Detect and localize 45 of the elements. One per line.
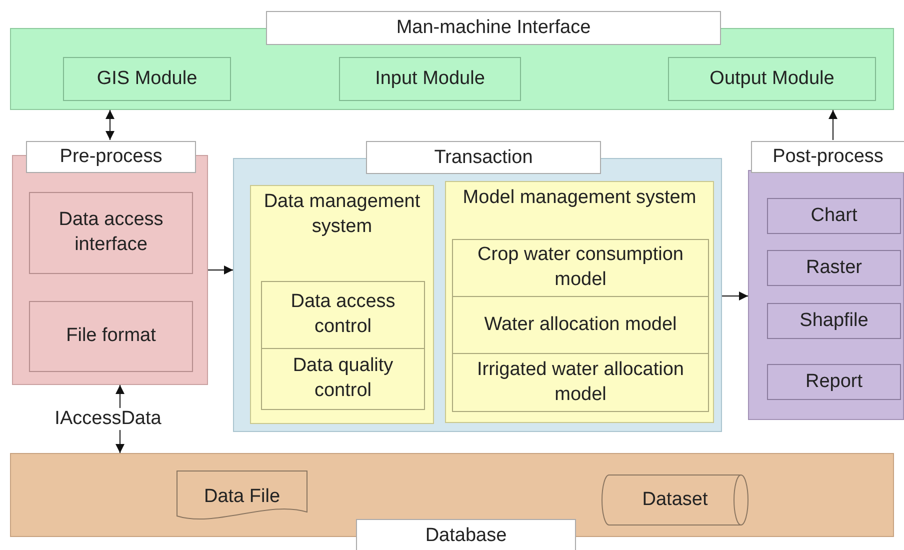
group-title: Pre-process [26,141,196,173]
box-label: File format [66,324,156,348]
arrow [208,266,233,274]
arrow [722,292,748,300]
edge-label: IAccessData [54,408,162,430]
box-label: Water allocation model [484,312,677,337]
component-box [261,348,425,410]
box-label: Dataset [642,488,708,512]
box-label: Data File [204,484,280,509]
box-label: Report [805,370,863,394]
model-box [452,239,709,297]
model-box [452,353,709,412]
cylinder-shape [601,474,749,526]
model-box [452,296,709,354]
group-title: Post-process [751,141,904,173]
group-title: Database [356,519,576,550]
module-box [339,57,521,101]
system-title: Data management system [264,191,420,237]
box-label: Data access control [290,290,396,339]
box-label: Chart [810,204,858,228]
box-label: Shapfile [800,308,868,333]
system-title: Model management system [462,187,696,208]
box-label: Data access interface [58,208,164,257]
system-box [445,181,714,423]
component-box [261,281,425,349]
output-box [767,303,901,339]
system-box [250,185,434,424]
output-box [767,250,901,286]
group-title: Man-machine Interface [266,11,721,45]
process-box [29,192,193,274]
box-label: Output Module [710,66,834,91]
arrow [106,110,114,140]
arrow [828,110,838,140]
output-box [767,198,901,234]
box-label: Data quality control [292,354,394,403]
output-box [767,364,901,400]
group-title: Transaction [366,141,601,174]
box-label: Input Module [375,66,485,91]
process-box [29,301,193,372]
box-label: Raster [806,256,862,280]
module-box [668,57,876,101]
module-box [63,57,231,101]
box-label: Irrigated water allocation model [476,358,685,406]
box-label: GIS Module [96,66,198,91]
box-label: Crop water consumption model [476,243,684,292]
